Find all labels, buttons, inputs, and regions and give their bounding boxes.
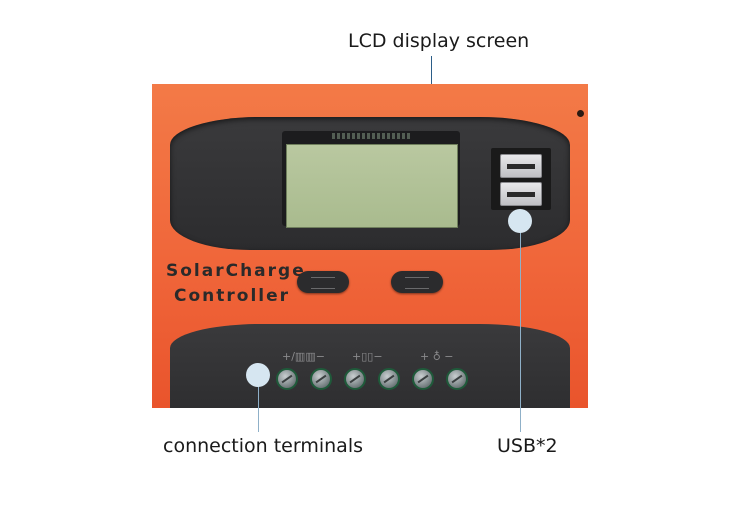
usb-port-2[interactable] — [500, 182, 542, 206]
battery-icon: +▯▯− — [352, 350, 383, 363]
usb-port-1[interactable] — [500, 154, 542, 178]
terminal-screw-4[interactable] — [378, 368, 400, 390]
terminal-screw-5[interactable] — [412, 368, 434, 390]
mounting-hole — [577, 110, 584, 117]
lcd-display-label: LCD display screen — [348, 30, 530, 52]
set-button[interactable] — [391, 271, 443, 293]
terminals-leader-line — [258, 386, 259, 432]
terminal-screw-6[interactable] — [446, 368, 468, 390]
terminal-screw-3[interactable] — [344, 368, 366, 390]
connection-terminals-label: connection terminals — [163, 435, 363, 457]
brand-line-2: Controller — [174, 286, 291, 306]
menu-button[interactable] — [297, 271, 349, 293]
charge-controller-device: SolarCharge Controller +/▥▥− +▯▯− + ♁ − — [152, 84, 588, 408]
terminal-screw-1[interactable] — [276, 368, 298, 390]
load-bulb-icon: + ♁ − — [420, 350, 454, 363]
menu-icon — [311, 277, 335, 289]
terminals-callout-dot — [246, 363, 270, 387]
lcd-screen — [286, 144, 458, 228]
set-icon — [405, 277, 429, 289]
solar-panel-icon: +/▥▥− — [282, 350, 325, 363]
terminal-screw-2[interactable] — [310, 368, 332, 390]
usb-label: USB*2 — [497, 435, 558, 457]
brand-line-1: SolarCharge — [166, 261, 306, 281]
usb-callout-dot — [508, 209, 532, 233]
usb-leader-line — [520, 222, 521, 432]
terminal-panel — [170, 324, 570, 408]
lcd-segment-row — [332, 133, 412, 139]
